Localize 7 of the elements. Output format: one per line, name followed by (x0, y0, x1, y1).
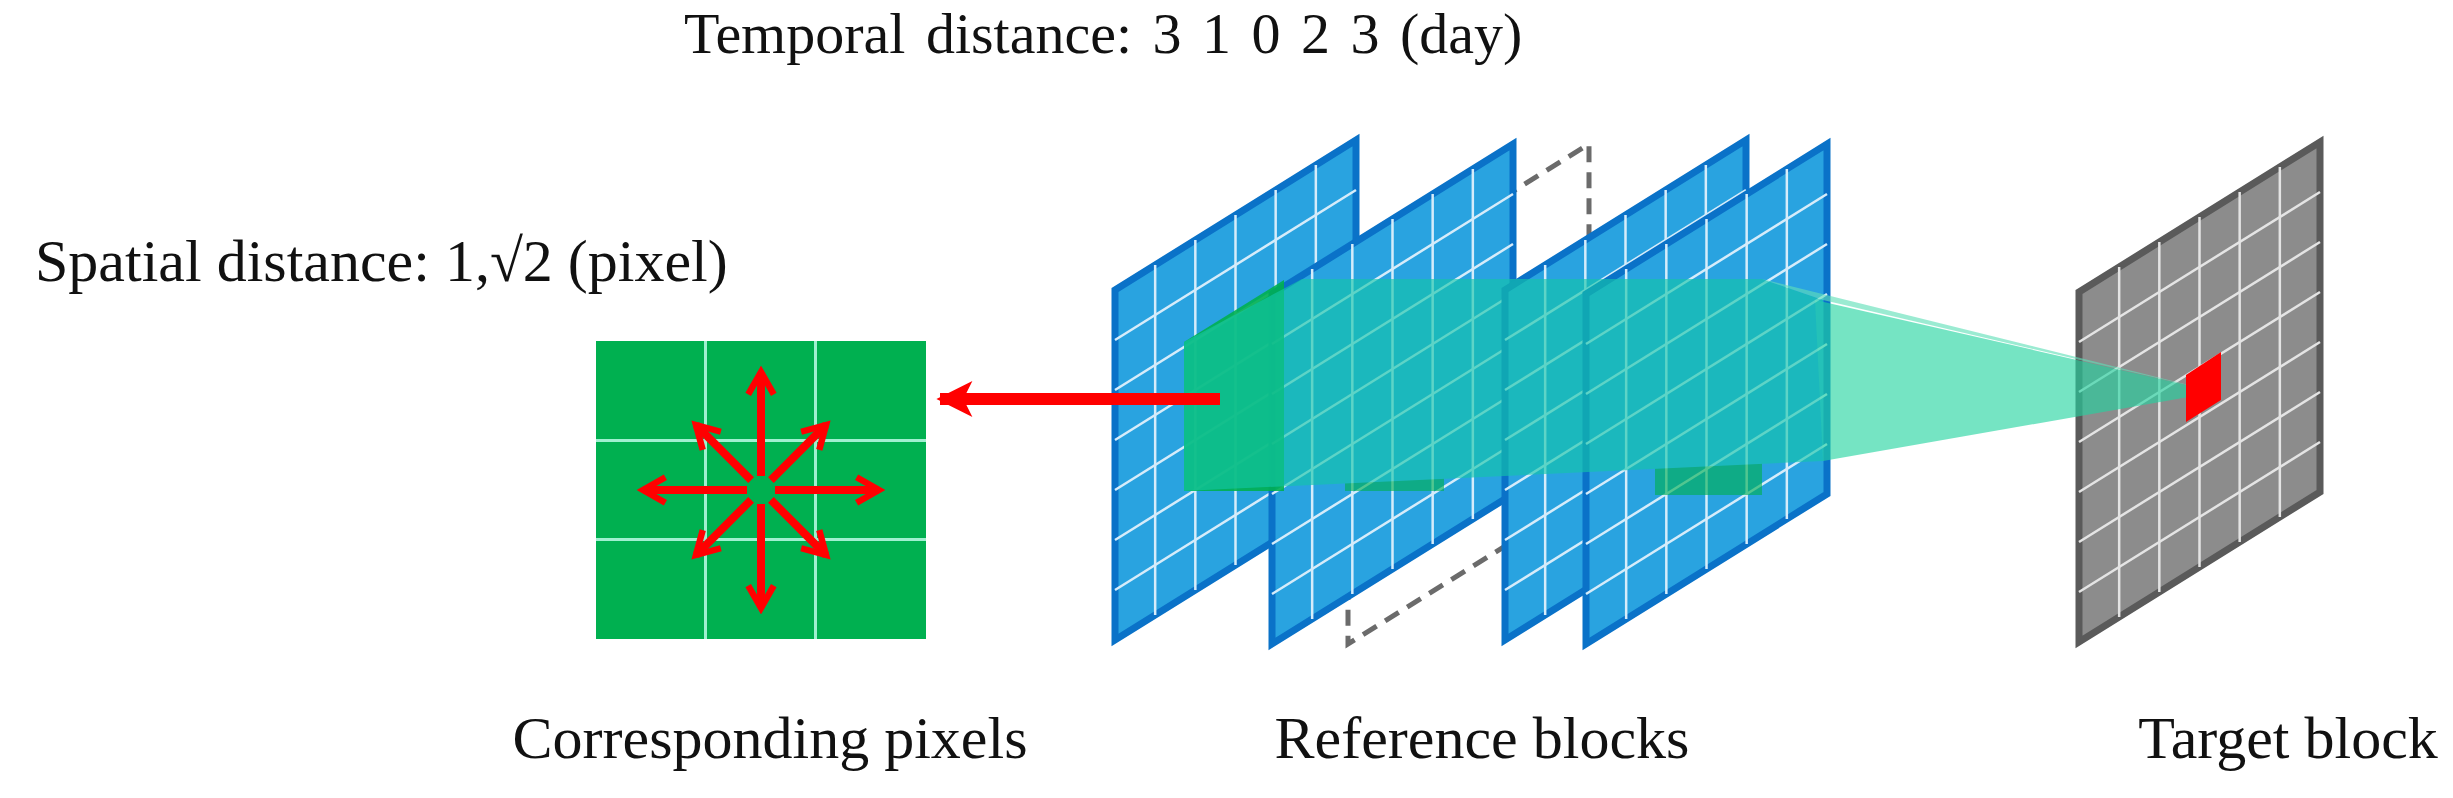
axis-caption: Spatial distance: 1,√2 (pixel) (35, 228, 728, 294)
arrow (936, 381, 1220, 417)
panel-caption: Reference blocks (1274, 705, 1690, 771)
panel-caption: Corresponding pixels (512, 705, 1028, 771)
axis-caption: Temporal distance: 3 1 0 2 3 (day) (684, 2, 1523, 66)
panel-caption: Target block (2138, 705, 2438, 771)
pixel-grid (596, 341, 926, 639)
